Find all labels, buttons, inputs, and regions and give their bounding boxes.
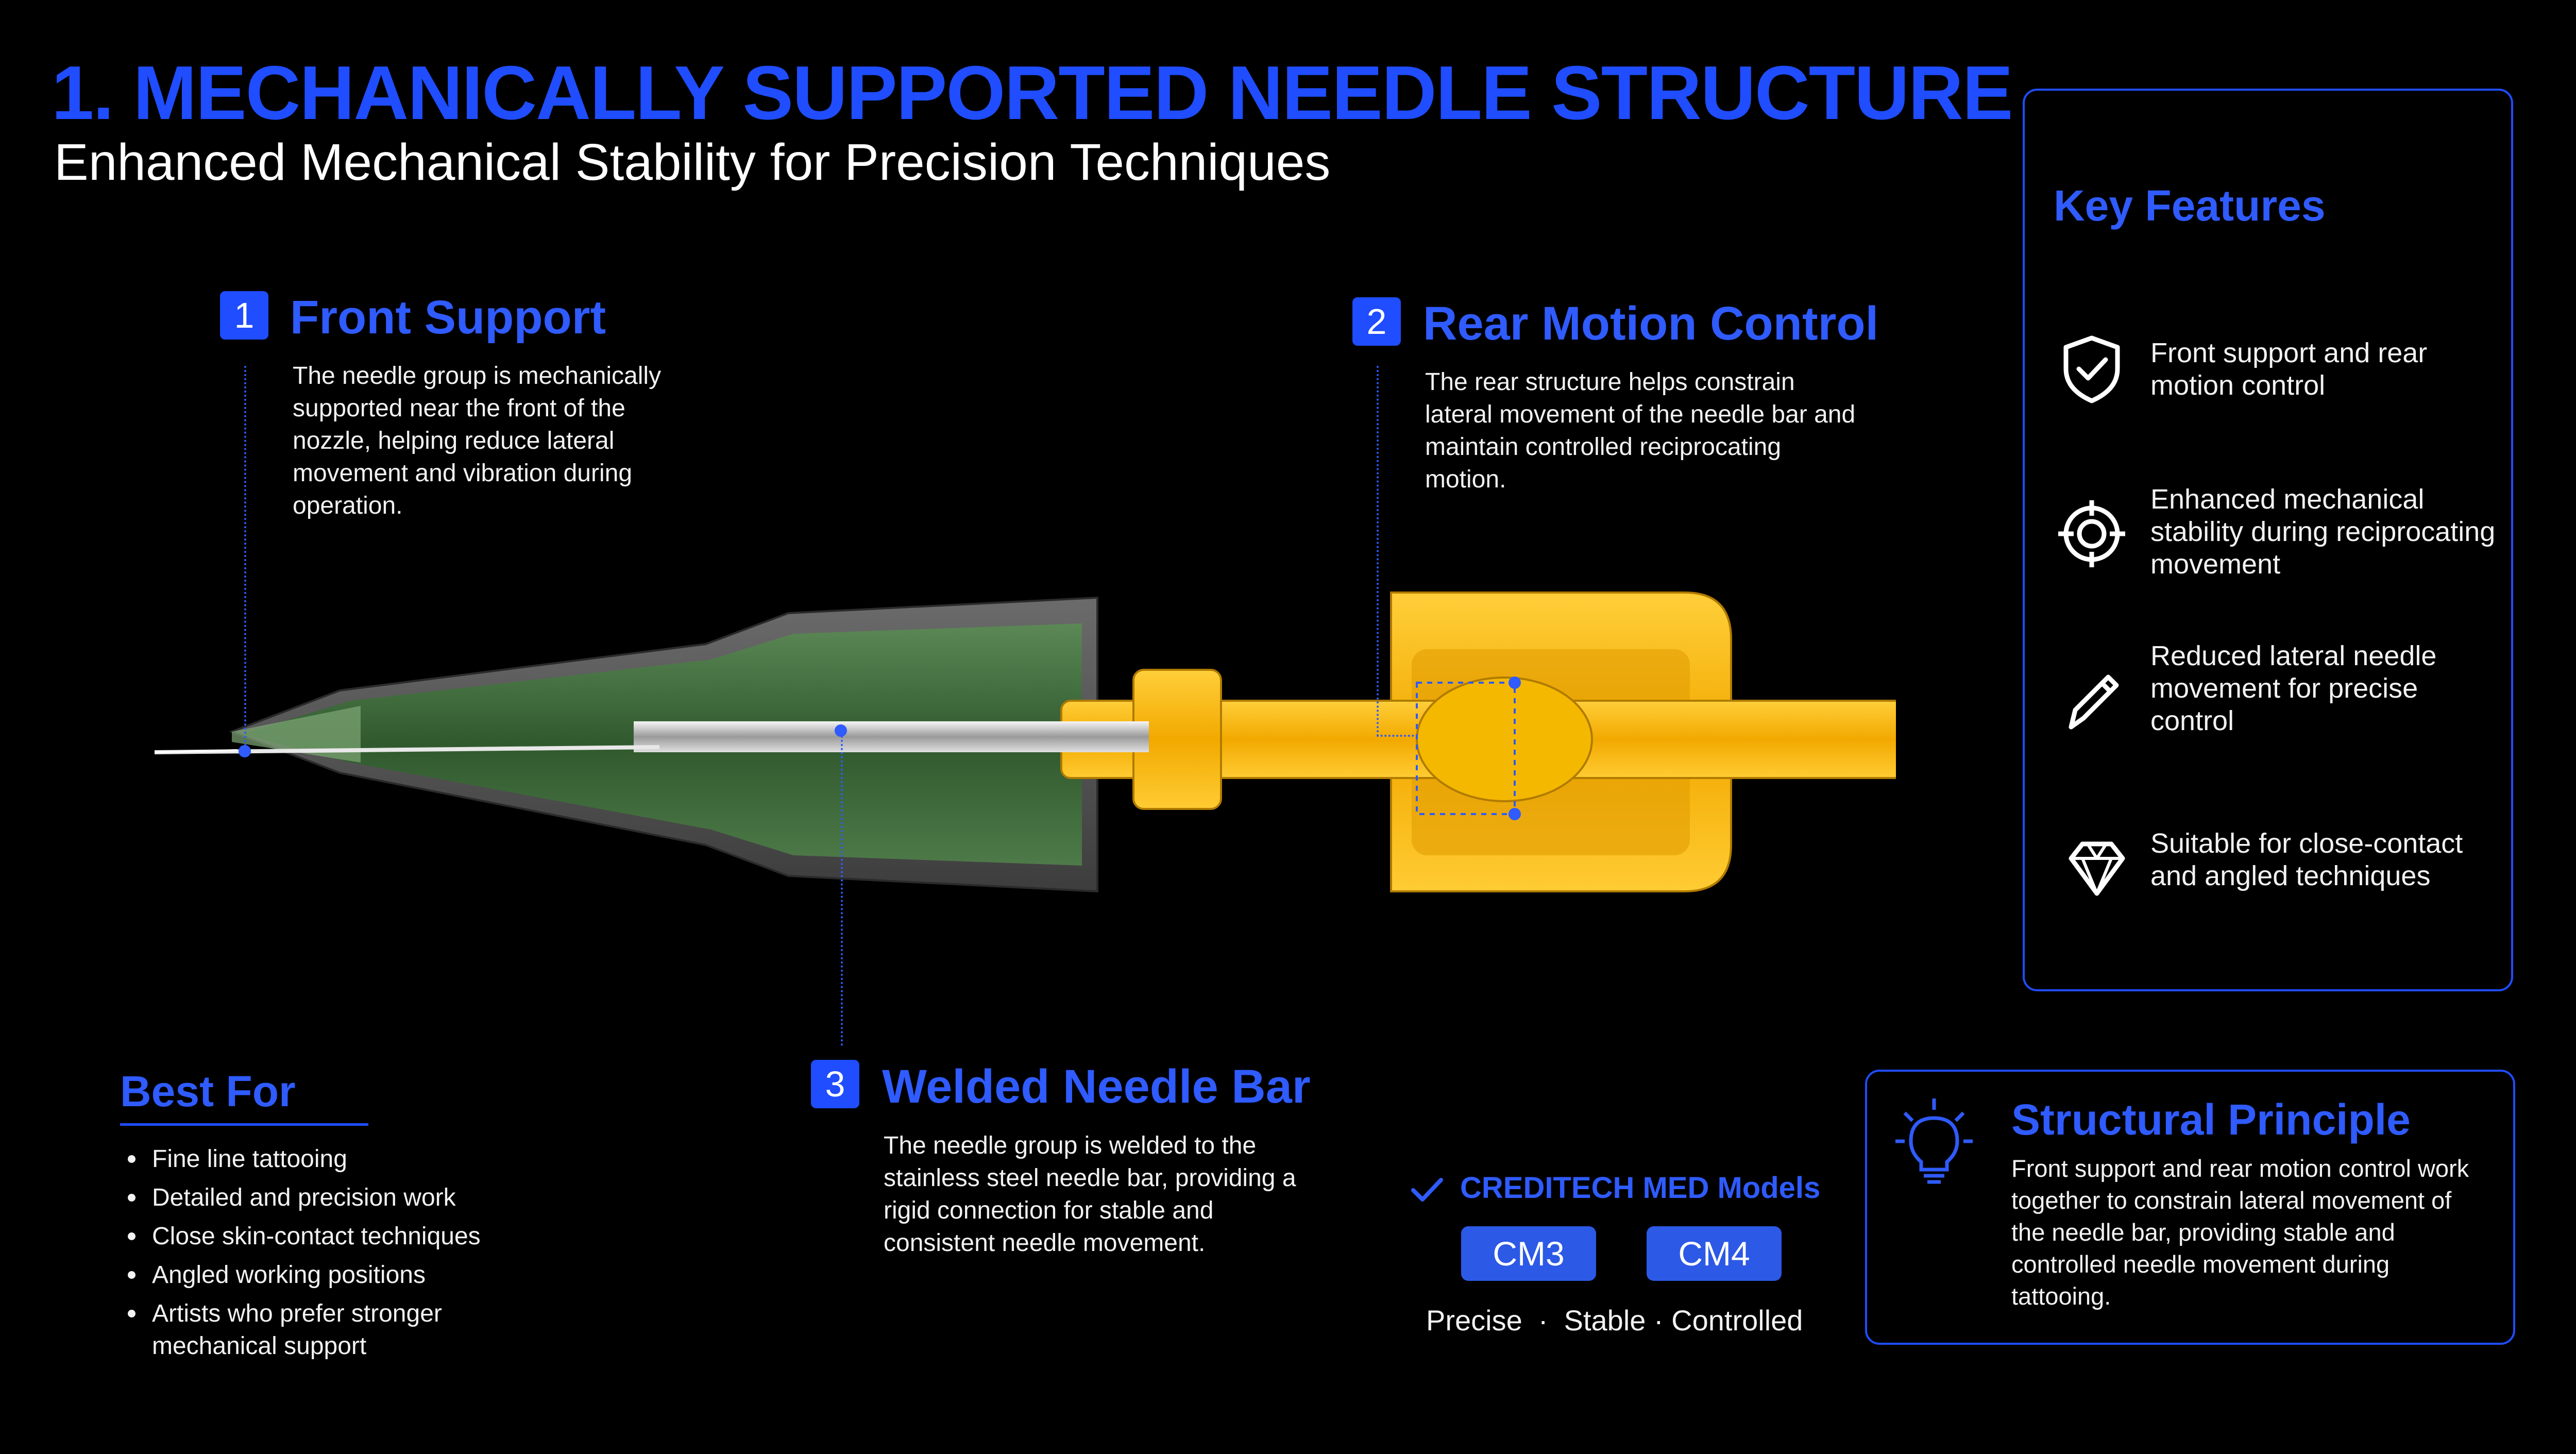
rear-bearing bbox=[1416, 677, 1593, 802]
callout-text: The needle group is welded to the stainl… bbox=[884, 1132, 1296, 1257]
best-for-title: Best For bbox=[120, 1067, 296, 1115]
rear-guide-box bbox=[1416, 682, 1516, 815]
leader-rear-h bbox=[1377, 735, 1418, 737]
page-title: 1. MECHANICALLY SUPPORTED NEEDLE STRUCTU… bbox=[52, 50, 2013, 136]
best-for-list: Fine line tattooing Detailed and precisi… bbox=[124, 1140, 536, 1362]
diamond-icon bbox=[2069, 841, 2125, 896]
models-title: CREDITECH MED Models bbox=[1460, 1171, 1821, 1205]
callout-number: 2 bbox=[1352, 297, 1401, 346]
callout-text: The rear structure helps constrain later… bbox=[1425, 368, 1856, 493]
list-item: Angled working positions bbox=[124, 1256, 536, 1294]
callout-rear-motion-control: 2 bbox=[1352, 297, 1401, 346]
callout-text: The needle group is mechanically support… bbox=[293, 362, 662, 519]
nozzle-tip bbox=[232, 706, 361, 763]
leader-front bbox=[244, 366, 246, 755]
leader-weld bbox=[841, 732, 843, 1046]
callout-welded-needle-bar: 3 bbox=[811, 1060, 859, 1108]
page-subtitle: Enhanced Mechanical Stability for Precis… bbox=[54, 133, 1331, 191]
callout-title: Welded Needle Bar bbox=[882, 1060, 1311, 1113]
best-for-underline bbox=[120, 1123, 368, 1126]
structural-principle-title: Structural Principle bbox=[2011, 1095, 2411, 1144]
structural-principle-text: Front support and rear motion control wo… bbox=[2011, 1155, 2469, 1310]
callout-number: 1 bbox=[220, 291, 268, 340]
leader-rear bbox=[1377, 366, 1379, 737]
needle-tip bbox=[154, 749, 238, 753]
list-item: Detailed and precision work bbox=[124, 1178, 536, 1217]
pencil-icon bbox=[2069, 674, 2119, 730]
key-features-title: Key Features bbox=[2054, 181, 2326, 230]
callout-front-support: 1 bbox=[220, 291, 268, 340]
structural-principle-panel: Structural Principle Front support and r… bbox=[1865, 1070, 2515, 1345]
key-feature-text: Front support and rear motion control bbox=[2150, 337, 2428, 401]
list-item: Artists who prefer stronger mechanical s… bbox=[124, 1294, 536, 1362]
key-feature-text: Reduced lateral needle movement for prec… bbox=[2150, 640, 2437, 736]
model-badge-cm4: CM4 bbox=[1647, 1226, 1782, 1281]
key-features-panel: Key Features Front support and rear moti… bbox=[2023, 89, 2513, 991]
lightbulb-icon bbox=[1895, 1098, 1973, 1184]
crosshair-icon bbox=[2058, 500, 2125, 567]
check-icon bbox=[1411, 1178, 1443, 1202]
model-badge-cm3: CM3 bbox=[1461, 1226, 1596, 1281]
shield-check-icon bbox=[2063, 335, 2120, 403]
callout-title: Front Support bbox=[290, 291, 606, 344]
marker-rear-bottom bbox=[1509, 808, 1521, 820]
callout-title: Rear Motion Control bbox=[1423, 297, 1879, 350]
models-tagline: Precise · Stable · Controlled bbox=[1426, 1304, 1803, 1337]
key-feature-text: Enhanced mechanical stability during rec… bbox=[2150, 484, 2496, 580]
needle-shaft bbox=[634, 721, 1149, 752]
marker-rear-top bbox=[1509, 677, 1521, 689]
key-feature-text: Suitable for close-contact and angled te… bbox=[2150, 828, 2463, 891]
needle-cartridge-illustration bbox=[154, 591, 1896, 893]
list-item: Close skin-contact techniques bbox=[124, 1217, 536, 1256]
marker-weld bbox=[835, 724, 847, 737]
list-item: Fine line tattooing bbox=[124, 1140, 536, 1178]
callout-number: 3 bbox=[811, 1060, 859, 1108]
